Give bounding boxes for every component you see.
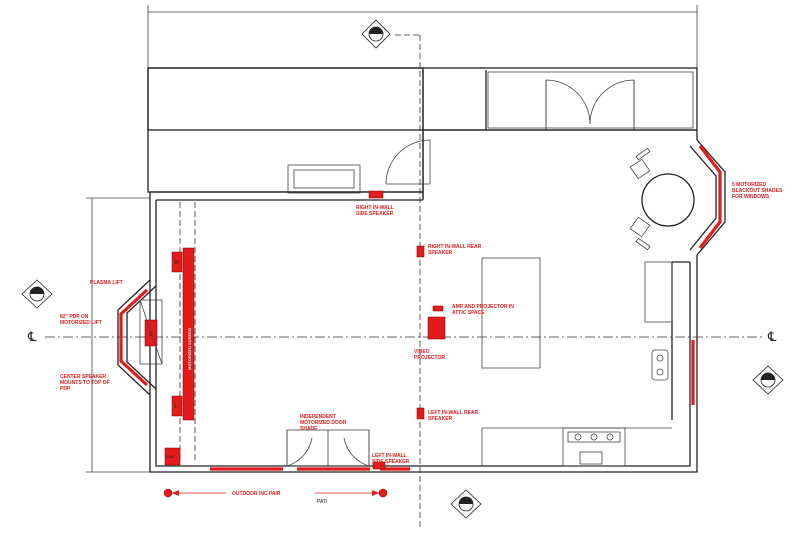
amp-unit bbox=[432, 305, 444, 312]
centerline-symbol-left: ℄ bbox=[27, 330, 37, 345]
patio-doors bbox=[286, 429, 370, 467]
speaker-left bbox=[171, 395, 183, 417]
speaker-l-letter: L bbox=[175, 404, 178, 410]
section-marker-right bbox=[752, 365, 784, 395]
upper-rooms bbox=[147, 67, 698, 198]
video-projector bbox=[427, 316, 446, 340]
outdoor-pair-label: OUTDOOR INC PAIR bbox=[232, 491, 281, 497]
guide-lines bbox=[45, 34, 765, 530]
outdoor-speaker-left bbox=[163, 488, 173, 498]
section-marker-left bbox=[21, 279, 53, 309]
speaker-right bbox=[171, 251, 183, 273]
speaker-sub bbox=[164, 447, 181, 466]
right-inwall-rear-speaker bbox=[416, 245, 425, 258]
sub-letter: SUB bbox=[166, 454, 175, 459]
section-marker-top bbox=[361, 19, 391, 49]
right-inwall-side-speaker bbox=[368, 190, 384, 199]
dining-table bbox=[629, 147, 695, 251]
left-inwall-side-speaker bbox=[372, 461, 386, 470]
speaker-r-letter: R bbox=[175, 260, 179, 266]
motorized-screen bbox=[182, 247, 195, 421]
top-dimension bbox=[147, 5, 698, 70]
outdoor-speaker-right bbox=[378, 488, 388, 498]
centerline-symbol-right: ℄ bbox=[767, 330, 777, 345]
left-dimension bbox=[86, 197, 150, 473]
speaker-c-letter: C bbox=[149, 332, 153, 338]
plasma-lift-label: PLASMA LIFT bbox=[90, 280, 123, 286]
patio-label: PATI bbox=[317, 499, 327, 505]
av-equipment bbox=[119, 145, 722, 498]
section-marker-bottom bbox=[450, 489, 482, 519]
motorized-screen-label: MOTORIZED SCREEN bbox=[187, 328, 192, 370]
main-room-walls bbox=[117, 129, 726, 473]
kitchen bbox=[481, 257, 673, 467]
left-inwall-rear-speaker bbox=[416, 407, 425, 420]
